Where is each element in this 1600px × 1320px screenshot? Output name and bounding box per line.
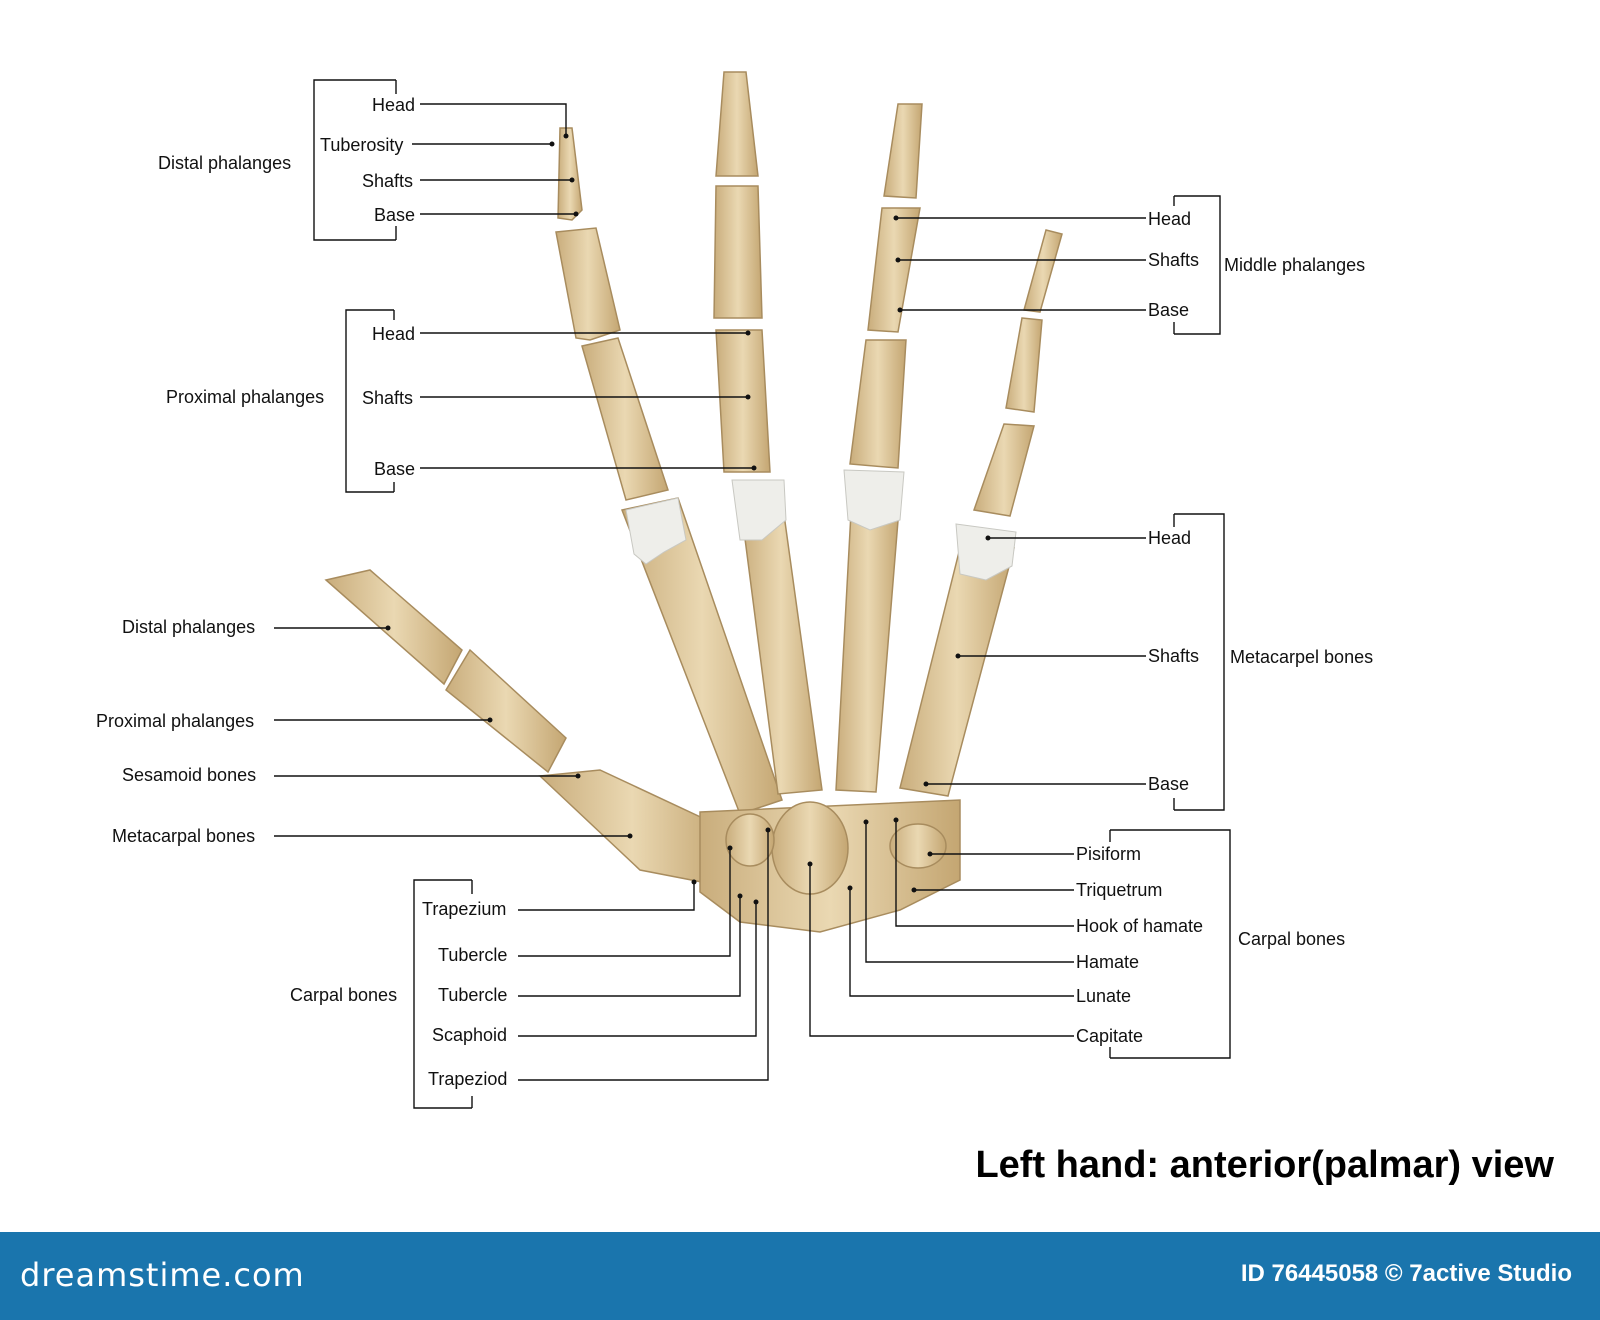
label-proximal-base: Base bbox=[372, 458, 418, 480]
group-carpal-bones-right: Carpal bones bbox=[1238, 929, 1346, 949]
label-capitate: Capitate bbox=[1074, 1025, 1146, 1047]
leader-dots bbox=[385, 133, 991, 905]
label-distal-shafts: Shafts bbox=[360, 170, 416, 192]
middle-finger bbox=[713, 71, 823, 795]
label-sesamoid-bones: Sesamoid bones bbox=[120, 764, 259, 786]
leader-lines bbox=[274, 79, 1231, 1109]
group-proximal-phalanges-top: Proximal phalanges bbox=[166, 387, 325, 407]
dreamstime-logo[interactable]: dreamstime.com bbox=[20, 1256, 305, 1294]
label-middle-base: Base bbox=[1146, 299, 1192, 321]
label-meta-head: Head bbox=[1146, 527, 1194, 549]
label-scaphoid: Scaphoid bbox=[430, 1024, 510, 1046]
label-tubercle-2: Tubercle bbox=[436, 984, 510, 1006]
little-finger bbox=[899, 229, 1063, 797]
group-distal-phalanges-top: Distal phalanges bbox=[158, 153, 292, 173]
carpal-block bbox=[699, 799, 961, 933]
group-metacarpel-bones: Metacarpel bones bbox=[1230, 647, 1374, 667]
label-middle-head: Head bbox=[1146, 208, 1194, 230]
footer-bar: dreamstime.com ID 76445058 © 7active Stu… bbox=[0, 1232, 1600, 1320]
label-proximal-shafts: Shafts bbox=[360, 387, 416, 409]
label-thumb-metacarpal-bones: Metacarpal bones bbox=[110, 825, 258, 847]
label-distal-tuberosity: Tuberosity bbox=[318, 134, 406, 156]
label-proximal-head: Head bbox=[370, 323, 418, 345]
label-distal-head: Head bbox=[370, 94, 418, 116]
label-hamate: Hamate bbox=[1074, 951, 1142, 973]
group-middle-phalanges: Middle phalanges bbox=[1224, 255, 1366, 275]
label-trapezium: Trapezium bbox=[420, 898, 509, 920]
ring-finger bbox=[835, 103, 923, 793]
label-thumb-distal-phalanges: Distal phalanges bbox=[120, 616, 258, 638]
label-distal-base: Base bbox=[372, 204, 418, 226]
label-lunate: Lunate bbox=[1074, 985, 1134, 1007]
label-tubercle-1: Tubercle bbox=[436, 944, 510, 966]
label-trapezoid: Trapeziod bbox=[426, 1068, 510, 1090]
image-credit: ID 76445058 © 7active Studio bbox=[1240, 1260, 1572, 1287]
label-triquetrum: Triquetrum bbox=[1074, 879, 1165, 901]
group-carpal-bones-left: Carpal bones bbox=[290, 985, 398, 1005]
label-pisiform: Pisiform bbox=[1074, 843, 1144, 865]
diagram-title: Left hand: anterior(palmar) view bbox=[975, 1144, 1554, 1186]
index-finger bbox=[555, 127, 783, 815]
thumb bbox=[324, 569, 725, 885]
label-meta-shafts: Shafts bbox=[1146, 645, 1202, 667]
label-hook-of-hamate: Hook of hamate bbox=[1074, 915, 1206, 937]
label-meta-base: Base bbox=[1146, 773, 1192, 795]
label-middle-shafts: Shafts bbox=[1146, 249, 1202, 271]
label-thumb-proximal-phalanges: Proximal phalanges bbox=[94, 710, 257, 732]
hand-bones bbox=[324, 71, 1063, 933]
hand-illustration bbox=[274, 71, 1231, 1109]
